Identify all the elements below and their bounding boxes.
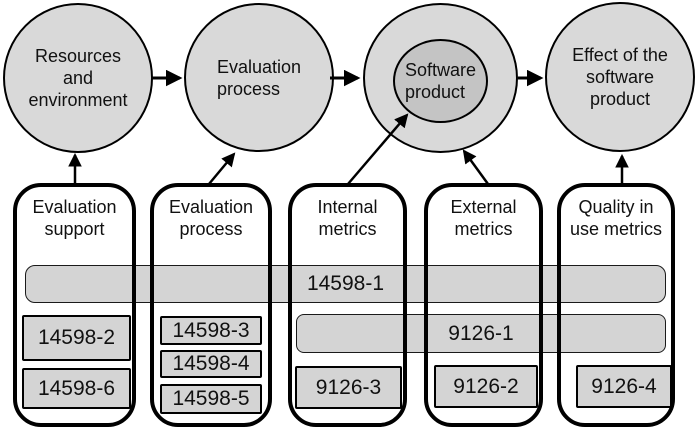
circle-resources-environment-label: Resources and environment [28,46,128,110]
column-evaluation-support-label: Evaluation support [32,197,117,239]
circle-resources-environment: Resources and environment [3,3,153,153]
column-evaluation-process-label: Evaluation process [168,197,254,239]
box-9126-4: 9126-4 [576,365,672,408]
circle-evaluation-process-label: Evaluation process [216,56,302,99]
circle-effect-of-software: Effect of the software product [545,2,695,152]
circle-software-product-label: Software product [404,60,477,102]
column-external-metrics-label: External metrics [450,197,517,239]
circle-effect-of-software-label: Effect of the software product [572,45,668,109]
arrow-external-to-outer-product [462,149,490,185]
bar-9126-1-label: 9126-1 [448,321,514,345]
bar-9126-1: 9126-1 [296,314,666,353]
box-14598-4: 14598-4 [160,350,262,378]
bar-14598-1-label: 14598-1 [306,272,385,295]
box-14598-5: 14598-5 [160,384,262,414]
column-internal-metrics-label: Internal metrics [317,197,378,239]
column-internal-metrics: Internal metrics [288,183,407,427]
column-quality-in-use-metrics-label: Quality in use metrics [569,197,663,239]
box-14598-6: 14598-6 [22,368,131,409]
column-quality-in-use-metrics: Quality in use metrics [557,183,675,427]
box-9126-3: 9126-3 [295,366,402,409]
box-14598-2: 14598-2 [22,315,131,361]
column-evaluation-process: Evaluation process [150,183,272,427]
arrow-process-to-evaluation [208,152,236,185]
column-evaluation-support: Evaluation support [13,183,136,427]
box-9126-2: 9126-2 [434,365,538,408]
circle-software-product-inner: Software product [393,39,488,123]
circle-evaluation-process: Evaluation process [184,3,334,152]
box-14598-3: 14598-3 [160,316,262,345]
column-external-metrics: External metrics [424,183,543,427]
